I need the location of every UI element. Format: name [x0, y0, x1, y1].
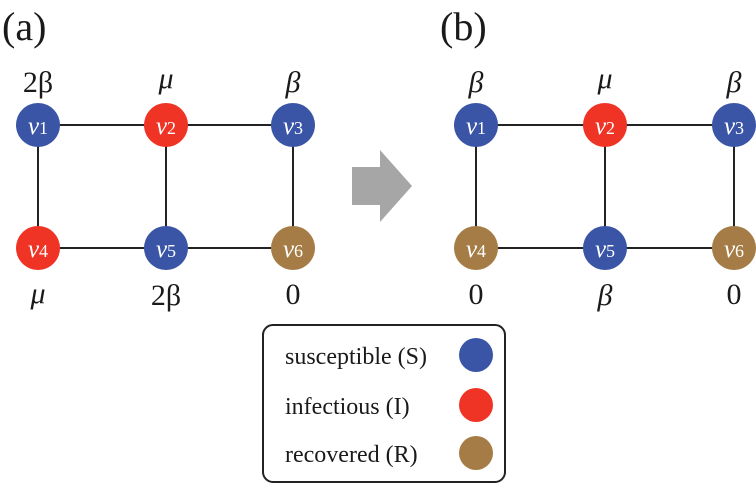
legend-box: [262, 324, 506, 483]
node-v3-circle: [712, 103, 756, 147]
legend-label-susceptible: susceptible (S): [285, 344, 427, 370]
node-v3-label: v3: [724, 113, 744, 140]
node-v6-name: v: [724, 236, 736, 263]
node-v5-circle: [583, 226, 627, 270]
node-v5-name: v: [595, 236, 607, 263]
node-v5-sub: 5: [606, 241, 615, 261]
node-v4-name: v: [28, 236, 40, 263]
node-v6-circle: [712, 226, 756, 270]
rate-v5: β: [597, 279, 613, 312]
rate-v2: μ: [596, 62, 612, 95]
node-v3-name: v: [724, 113, 736, 140]
node-v2: v2 μ: [583, 62, 627, 147]
node-v3-sub: 3: [294, 118, 303, 138]
node-v6-label: v6: [283, 236, 303, 263]
node-v2-sub: 2: [606, 118, 615, 138]
node-v4-sub: 4: [477, 241, 486, 261]
legend-swatch-infectious: [459, 388, 493, 422]
legend-item-susceptible: susceptible (S): [285, 338, 493, 372]
rate-v4: 0: [469, 278, 484, 311]
node-v2-label: v2: [595, 113, 615, 140]
node-v5-label: v5: [156, 236, 176, 263]
panel-b-label: (b): [440, 4, 487, 49]
legend-item-recovered: recovered (R): [285, 436, 493, 470]
node-v4-circle: [16, 226, 60, 270]
node-v1-name: v: [28, 113, 40, 140]
rate-v1: β: [468, 66, 484, 99]
node-v1-name: v: [466, 113, 478, 140]
rate-v6: 0: [286, 278, 301, 311]
node-v1-circle: [16, 103, 60, 147]
legend-swatch-susceptible: [459, 338, 493, 372]
panel-b: (b) v1 β v2 μ v3 β: [440, 4, 756, 312]
node-v4-sub: 4: [39, 241, 48, 261]
legend-item-infectious: infectious (I): [285, 388, 493, 422]
node-v4-circle: [454, 226, 498, 270]
node-v6-sub: 6: [294, 241, 303, 261]
legend: susceptible (S) infectious (I) recovered…: [262, 324, 506, 483]
node-v2-circle: [583, 103, 627, 147]
node-v3-label: v3: [283, 113, 303, 140]
node-v4-label: v4: [28, 236, 48, 263]
node-v1: v1 2β: [16, 66, 60, 147]
rate-v3: β: [285, 66, 301, 99]
node-v3-name: v: [283, 113, 295, 140]
node-v5-sub: 5: [167, 241, 176, 261]
node-v2-name: v: [595, 113, 607, 140]
node-v5-label: v5: [595, 236, 615, 263]
node-v6-circle: [271, 226, 315, 270]
rate-v4: μ: [29, 277, 45, 310]
node-v4-label: v4: [466, 236, 486, 263]
node-v6-name: v: [283, 236, 295, 263]
node-v2-sub: 2: [167, 118, 176, 138]
legend-label-infectious: infectious (I): [285, 394, 410, 420]
rate-v1: 2β: [23, 66, 53, 99]
node-v2-name: v: [156, 113, 168, 140]
node-v1-label: v1: [28, 113, 48, 140]
node-v6-label: v6: [724, 236, 744, 263]
panel-a-label: (a): [2, 4, 46, 49]
node-v3-circle: [271, 103, 315, 147]
legend-label-recovered: recovered (R): [285, 442, 418, 468]
panel-b-nodes: v1 β v2 μ v3 β v4 0 v5 β: [454, 62, 756, 312]
panel-a-nodes: v1 2β v2 μ v3 β v4 μ v5 2β: [16, 62, 315, 312]
node-v5-name: v: [156, 236, 168, 263]
node-v6-sub: 6: [735, 241, 744, 261]
node-v1-sub: 1: [477, 118, 486, 138]
node-v5: v5 β: [583, 226, 627, 312]
panel-a: (a) v1 2β v2 μ v3 β: [2, 4, 315, 312]
node-v3: v3 β: [271, 66, 315, 147]
rate-v6: 0: [727, 278, 742, 311]
transition-arrow: [352, 150, 412, 222]
node-v4: v4 0: [454, 226, 498, 311]
node-v6: v6 0: [712, 226, 756, 311]
rate-v3: β: [726, 66, 742, 99]
node-v3-sub: 3: [735, 118, 744, 138]
node-v6: v6 0: [271, 226, 315, 311]
rate-v5: 2β: [151, 279, 181, 312]
node-v5: v5 2β: [144, 226, 188, 312]
node-v3: v3 β: [712, 66, 756, 147]
rate-v2: μ: [157, 62, 173, 95]
node-v2: v2 μ: [144, 62, 188, 147]
node-v5-circle: [144, 226, 188, 270]
legend-swatch-recovered: [459, 436, 493, 470]
node-v2-circle: [144, 103, 188, 147]
node-v2-label: v2: [156, 113, 176, 140]
node-v1-sub: 1: [39, 118, 48, 138]
node-v1-circle: [454, 103, 498, 147]
node-v1: v1 β: [454, 66, 498, 147]
node-v1-label: v1: [466, 113, 486, 140]
node-v4-name: v: [466, 236, 478, 263]
node-v4: v4 μ: [16, 226, 60, 310]
